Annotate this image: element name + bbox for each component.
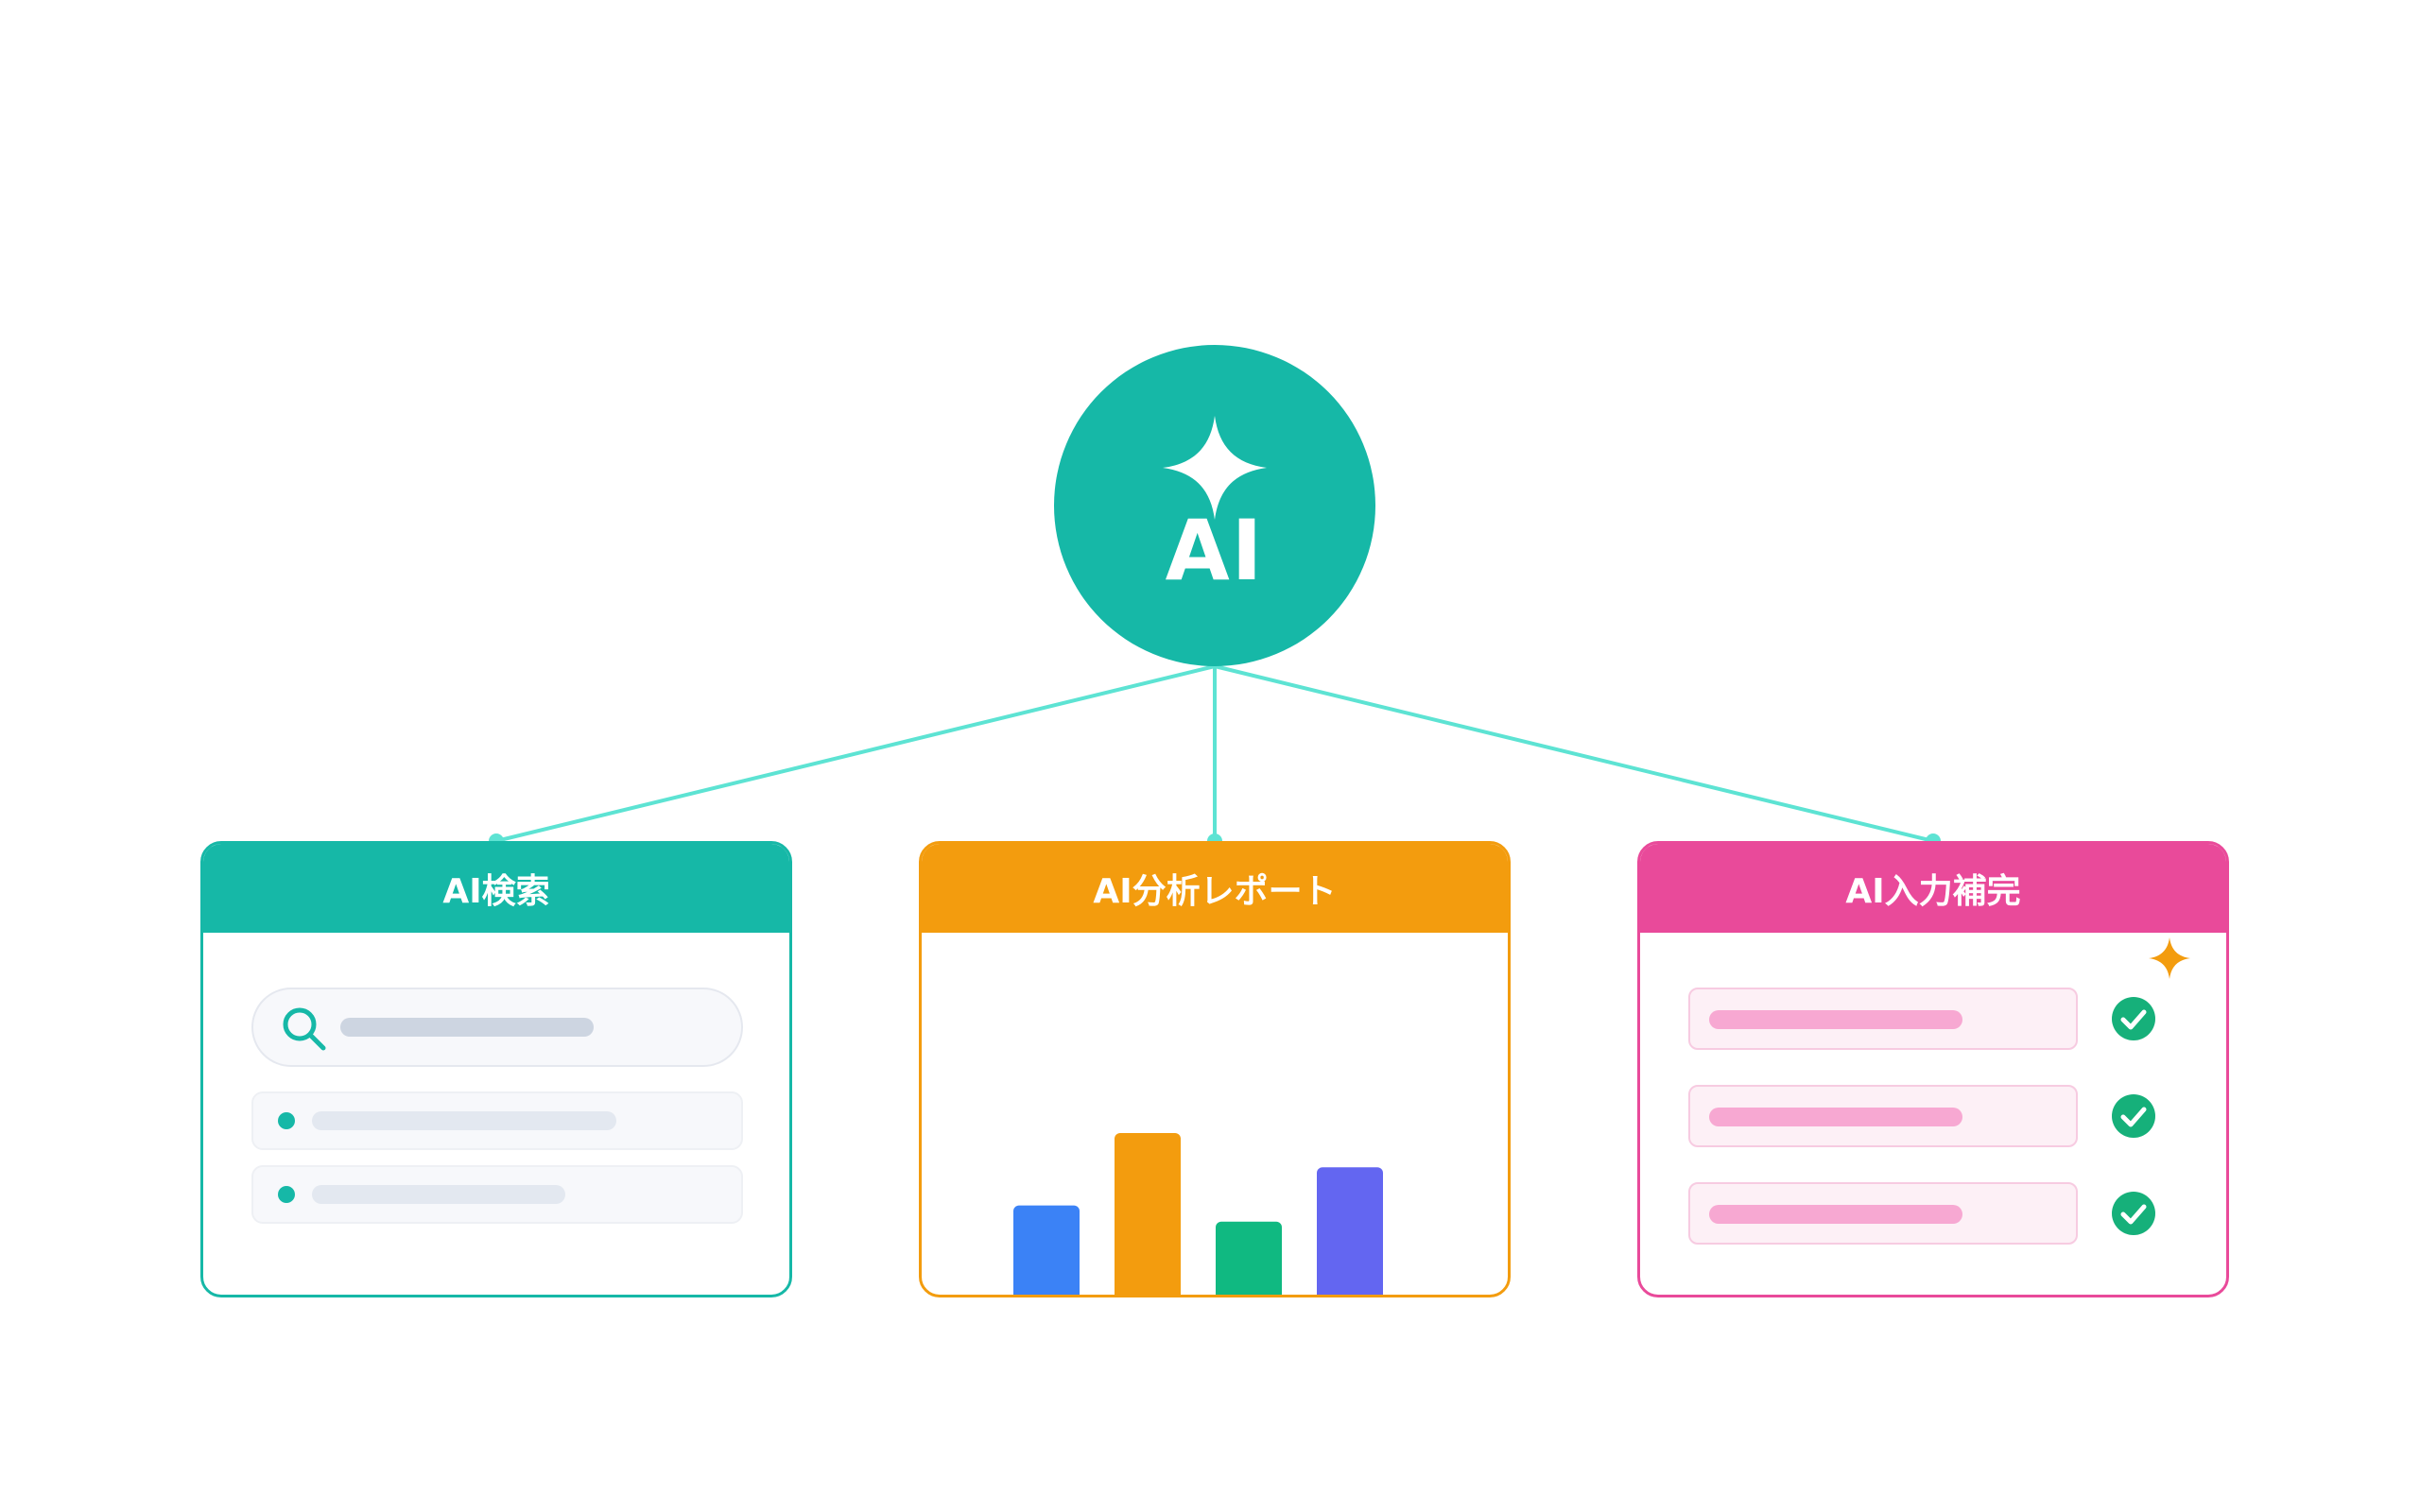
input-field <box>1688 988 2078 1050</box>
connector-completion <box>1214 664 1934 843</box>
chart-bar <box>1216 1221 1282 1295</box>
card-title-report: AI分析レポート <box>922 844 1508 933</box>
search-result-row <box>251 1091 743 1150</box>
result-bullet <box>278 1112 295 1129</box>
search-query-placeholder <box>340 1018 594 1037</box>
input-autofill-placeholder <box>1709 1108 1962 1126</box>
card-title-completion: AI入力補完 <box>1640 844 2226 933</box>
check-circle-icon <box>2112 1094 2155 1138</box>
sparkle-icon <box>1163 416 1267 520</box>
card-ai-completion: AI入力補完 <box>1637 841 2229 1297</box>
result-text-placeholder <box>312 1111 616 1130</box>
chart-bar <box>1013 1205 1080 1295</box>
chart-bar <box>1115 1133 1181 1295</box>
card-ai-search: AI検索 <box>200 841 792 1297</box>
input-autofill-placeholder <box>1709 1205 1962 1224</box>
check-circle-icon <box>2112 1192 2155 1235</box>
input-field <box>1688 1085 2078 1147</box>
report-bar-chart <box>1013 1133 1383 1295</box>
result-bullet <box>278 1186 295 1203</box>
hub-label: AI <box>1165 502 1265 599</box>
search-icon <box>283 1007 326 1051</box>
connector-search <box>495 664 1216 843</box>
search-bar <box>251 988 743 1067</box>
ai-hub: AI <box>1054 345 1375 666</box>
card-title-search: AI検索 <box>203 844 789 933</box>
sparkle-icon <box>2149 937 2190 979</box>
result-text-placeholder <box>312 1185 565 1204</box>
search-result-row <box>251 1165 743 1224</box>
chart-bar <box>1317 1167 1383 1295</box>
input-field <box>1688 1182 2078 1245</box>
check-circle-icon <box>2112 997 2155 1040</box>
card-ai-report: AI分析レポート <box>919 841 1511 1297</box>
input-autofill-placeholder <box>1709 1010 1962 1029</box>
